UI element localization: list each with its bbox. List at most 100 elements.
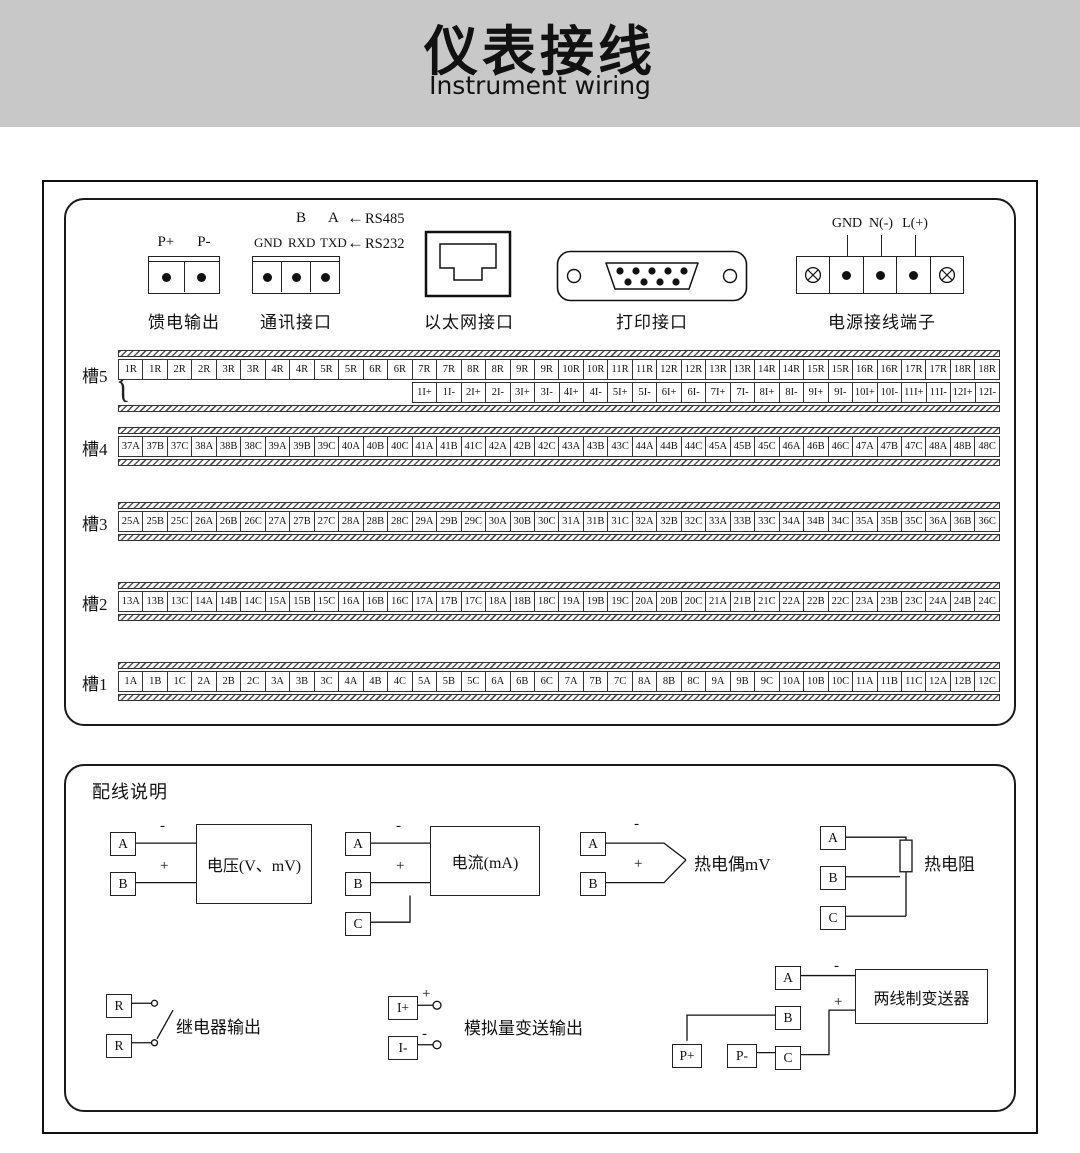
- terminal-cell: 3I+: [509, 382, 536, 403]
- terminal-cell: 31A: [558, 511, 584, 532]
- terminal-cell: 8I-: [778, 382, 805, 403]
- terminal-box: R: [106, 1034, 132, 1058]
- analog-output-label: 模拟量变送输出: [464, 1019, 583, 1038]
- terminal-cell: 3I-: [534, 382, 560, 403]
- terminal-cell: 5A: [411, 671, 438, 692]
- terminal-cell: 46B: [803, 436, 829, 457]
- transmitter-wires: [686, 974, 855, 1056]
- terminal-cell: 32A: [631, 511, 658, 532]
- terminal-cell: 40B: [362, 436, 389, 457]
- relay-contact: [150, 1039, 159, 1047]
- terminal-cell: 43A: [558, 436, 584, 457]
- terminal-cell: 26A: [191, 511, 217, 532]
- polarity-sign: -: [634, 816, 639, 832]
- terminal-cell: 3B: [289, 671, 315, 692]
- terminal-cell: 23A: [852, 591, 878, 612]
- terminal-cell: 44C: [680, 436, 707, 457]
- terminal-cell: 9R: [533, 359, 560, 380]
- polarity-sign: +: [160, 858, 169, 874]
- terminal-cell: 1I-: [436, 382, 462, 403]
- terminal-cell: 30C: [533, 511, 560, 532]
- terminal-cell: 22C: [827, 591, 854, 612]
- terminal-box: A: [775, 966, 801, 990]
- terminal-cell: 12A: [925, 671, 951, 692]
- terminal-cell: 40A: [338, 436, 364, 457]
- terminal-cell: 20A: [631, 591, 658, 612]
- polarity-sign: -: [396, 818, 401, 834]
- terminal-cell: 17R: [925, 359, 951, 380]
- terminal-box: A: [110, 832, 136, 856]
- terminal-cell: 2A: [191, 671, 217, 692]
- terminal-cell: 48B: [949, 436, 976, 457]
- terminal-cell: 1R: [118, 359, 144, 380]
- power-pin-gnd: GND: [831, 216, 863, 231]
- strip-hatch-bar: [118, 534, 1000, 541]
- terminal-cell: 8C: [680, 671, 707, 692]
- terminal-cell: 6C: [533, 671, 560, 692]
- terminal-dot-icon: [320, 272, 330, 282]
- terminal-cell: 12B: [949, 671, 976, 692]
- terminal-cell: 47C: [901, 436, 927, 457]
- terminal-cell: 5I+: [607, 382, 633, 403]
- terminal-cell: 34C: [827, 511, 854, 532]
- terminal-box: I-: [388, 1036, 418, 1060]
- terminal-cell: 6I-: [680, 382, 707, 403]
- power-pin-n: N(-): [868, 216, 894, 231]
- comm-pin-rxd: RXD: [288, 235, 316, 250]
- terminal-cell: 1B: [142, 671, 168, 692]
- comm-pin-a: A: [328, 210, 339, 226]
- terminal-cell: 6A: [485, 671, 511, 692]
- terminal-dot-icon: [161, 272, 171, 282]
- terminal-block-lip: [253, 257, 339, 262]
- feed-terminal: [149, 262, 184, 292]
- terminal-cell: 3C: [313, 671, 340, 692]
- terminal-cell: 6B: [509, 671, 535, 692]
- feed-pin-label: P-: [197, 234, 211, 250]
- terminal-cell: 8A: [631, 671, 658, 692]
- terminal-cell: 10B: [803, 671, 829, 692]
- rs232-arrow-label: ←RS232: [347, 233, 405, 253]
- terminal-panel: P+ P- 馈电输出 B A ←RS485: [64, 198, 1016, 726]
- terminal-cell: 8R: [460, 359, 487, 380]
- terminal-box: I+: [388, 996, 418, 1020]
- terminal-cell: 40C: [387, 436, 413, 457]
- terminal-cell: 17R: [901, 359, 927, 380]
- terminal-cell: 39B: [289, 436, 315, 457]
- terminal-dot-icon: [291, 272, 301, 282]
- terminal-cell: 10I-: [876, 382, 903, 403]
- terminal-cell: 42B: [509, 436, 535, 457]
- terminal-dot-icon: [875, 270, 885, 280]
- terminal-cell: 4I-: [583, 382, 609, 403]
- terminal-cell: 7I+: [705, 382, 731, 403]
- terminal-cell: 6R: [362, 359, 389, 380]
- terminal-cell: 7R: [436, 359, 462, 380]
- terminal-cell: 44B: [656, 436, 682, 457]
- screw-icon: [805, 266, 822, 284]
- terminal-cell: 2C: [240, 671, 266, 692]
- terminal-cell: 37A: [118, 436, 144, 457]
- terminal-cell: 21C: [754, 591, 780, 612]
- strip-hatch-bar: [118, 502, 1000, 509]
- strip-hatch-bar: [118, 614, 1000, 621]
- terminal-cell: 5C: [460, 671, 487, 692]
- ethernet-caption: 以太网接口: [424, 313, 514, 332]
- leader-line: [847, 235, 848, 256]
- strip-hatch-bar: [118, 350, 1000, 357]
- terminal-cell: 34A: [778, 511, 805, 532]
- terminal-cell: 26B: [215, 511, 242, 532]
- terminal-cell: 5R: [338, 359, 364, 380]
- terminal-cell: 48A: [925, 436, 951, 457]
- terminal-cell: 33A: [705, 511, 731, 532]
- terminal-cell: 12I-: [974, 382, 1000, 403]
- terminal-cell: 26C: [240, 511, 266, 532]
- terminal-box: B: [775, 1006, 801, 1030]
- terminal-cell: 15R: [827, 359, 854, 380]
- terminal-cell: 16A: [338, 591, 364, 612]
- terminal-cell: 16B: [362, 591, 389, 612]
- terminal-cell: 17B: [436, 591, 462, 612]
- feed-caption: 馈电输出: [148, 313, 220, 332]
